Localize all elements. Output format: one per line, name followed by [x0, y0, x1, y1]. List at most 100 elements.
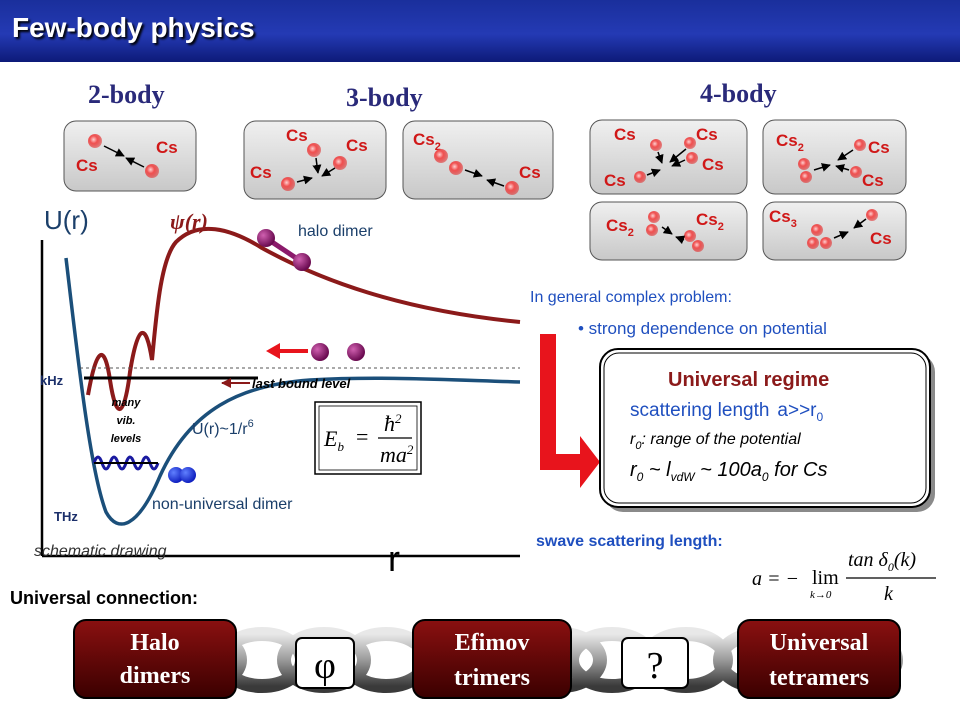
- question-symbol: ?: [647, 645, 664, 687]
- heading-2-body: 2-body: [88, 80, 165, 109]
- atom: [811, 224, 823, 236]
- energy-num: ħ2: [384, 411, 402, 436]
- atom: [650, 139, 662, 151]
- page-title: Few-body physics: [12, 12, 255, 43]
- atom: [449, 161, 463, 175]
- header-bar: Few-body physics: [0, 0, 960, 62]
- atom: [281, 177, 295, 191]
- nonuniversal-label: non-universal dimer: [152, 496, 293, 513]
- label-cs: Cs: [862, 171, 884, 190]
- label-cs3: Cs3: [769, 207, 797, 230]
- label-cs: Cs: [696, 125, 718, 144]
- label-cs: Cs: [76, 156, 98, 175]
- connection-label: Universal connection:: [10, 588, 198, 608]
- atom: [820, 237, 832, 249]
- atom: [686, 152, 698, 164]
- axis-y-label: U(r): [44, 205, 89, 235]
- label-cs: Cs: [868, 138, 890, 157]
- wavefunction-curve: [86, 226, 521, 411]
- atom: [850, 166, 862, 178]
- nonuniversal-atom: [180, 467, 196, 483]
- label-cs: Cs: [250, 163, 272, 182]
- thz-label: THz: [54, 509, 78, 524]
- universal-tetramers-line2: tetramers: [769, 665, 869, 691]
- khz-label: kHz: [40, 373, 64, 388]
- universal-line3: r0 ~ lvdW ~ 100a0 for Cs: [630, 459, 828, 484]
- atom: [145, 164, 159, 178]
- swave-den: k: [884, 583, 894, 605]
- nonuniversal-atom: [168, 467, 184, 483]
- swave-label: swave scattering length:: [536, 533, 723, 550]
- tail-label: U(r)~1/r6: [192, 418, 254, 438]
- efimov-trimers-line1: Efimov: [455, 630, 530, 656]
- label-cs: Cs: [604, 171, 626, 190]
- swave-lim: lim: [812, 567, 839, 589]
- energy-eq: =: [356, 424, 368, 449]
- efimov-trimers-line2: trimers: [454, 665, 530, 691]
- heading-3-body: 3-body: [346, 83, 423, 112]
- halo-dimers-line2: dimers: [120, 663, 191, 689]
- energy-lhs: Eb: [323, 426, 344, 454]
- atom: [333, 156, 347, 170]
- panel-3body-b: [402, 120, 554, 200]
- atom: [648, 211, 660, 223]
- halo-dimers-line1: Halo: [130, 630, 179, 656]
- many-vib-line1: many: [112, 397, 142, 409]
- potential-curve: [64, 257, 521, 526]
- swave-lhs: a = −: [752, 568, 799, 590]
- panel-3body-a: [243, 120, 387, 200]
- red-arrow: [540, 334, 600, 488]
- psi-label: ψ(r): [170, 209, 208, 234]
- energy-den: ma2: [380, 442, 414, 467]
- swave-lim-sub: k→0: [810, 589, 832, 601]
- label-cs2: Cs2: [413, 130, 441, 153]
- label-cs2: Cs2: [776, 131, 804, 154]
- phi-box: [295, 637, 355, 689]
- label-cs: Cs: [614, 125, 636, 144]
- heading-4-body: 4-body: [700, 79, 777, 108]
- incoming-atom: [311, 343, 329, 361]
- label-cs: Cs: [346, 136, 368, 155]
- swave-num: tan δ0(k): [848, 549, 916, 574]
- halo-dimers-box: [73, 619, 237, 699]
- label-cs: Cs: [870, 229, 892, 248]
- atom: [505, 181, 519, 195]
- axis-x-label: r: [388, 538, 400, 579]
- universal-tetramers-line1: Universal: [770, 630, 869, 656]
- halo-atom: [257, 229, 275, 247]
- atom: [434, 149, 448, 163]
- last-bound-label: last bound level: [252, 376, 351, 391]
- complex-line2: • strong dependence on potential: [578, 319, 827, 338]
- efimov-trimers-box: [412, 619, 572, 699]
- label-cs: Cs: [702, 155, 724, 174]
- universal-tetramers-box: [737, 619, 901, 699]
- atom: [866, 209, 878, 221]
- atom: [854, 139, 866, 151]
- atom: [307, 143, 321, 157]
- atom: [807, 237, 819, 249]
- label-cs2: Cs2: [696, 210, 724, 233]
- universal-title: Universal regime: [668, 369, 829, 391]
- label-cs: Cs: [286, 126, 308, 145]
- schematic-label: schematic drawing: [34, 543, 167, 560]
- atom: [800, 171, 812, 183]
- label-cs: Cs: [519, 163, 541, 182]
- universal-box: [599, 348, 931, 508]
- atom: [798, 158, 810, 170]
- atom: [88, 134, 102, 148]
- complex-line1: In general complex problem:: [530, 289, 732, 306]
- label-cs: Cs: [156, 138, 178, 157]
- many-vib-line2: vib.: [117, 415, 136, 427]
- atom: [692, 240, 704, 252]
- halo-label: halo dimer: [298, 223, 373, 240]
- atom: [684, 230, 696, 242]
- many-vib-line3: levels: [111, 433, 142, 445]
- phi-symbol: φ: [314, 645, 336, 687]
- atom: [684, 137, 696, 149]
- potential-axes: [40, 240, 520, 558]
- universal-line2: r0: range of the potential: [630, 431, 801, 452]
- incoming-atom: [347, 343, 365, 361]
- question-box: [621, 637, 689, 689]
- halo-atom: [293, 253, 311, 271]
